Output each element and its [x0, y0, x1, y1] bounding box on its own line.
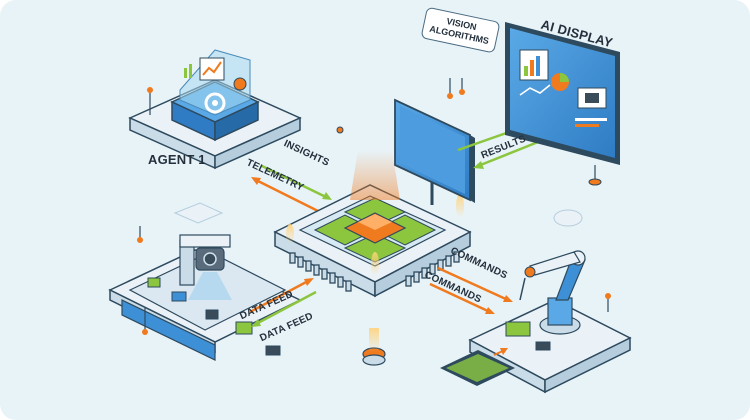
pie-chart-icon [551, 73, 569, 91]
ai-display [505, 22, 620, 186]
agent-label: AGENT 1 [148, 152, 206, 167]
insights-arrow [261, 164, 332, 200]
beacon [362, 328, 386, 366]
data-feed-arrow-in [249, 278, 314, 314]
gear-icon [204, 92, 226, 114]
monitor-icon [394, 98, 475, 205]
telemetry-arrow [251, 177, 321, 214]
agent-platform [128, 49, 302, 170]
commands-arrow-bottom [429, 282, 495, 314]
commands-arrow-top [437, 266, 513, 302]
decor-pins [336, 126, 583, 227]
robot-arm-icon [440, 250, 632, 394]
conveyor-icon [108, 202, 302, 361]
bar-chart-icon [519, 49, 549, 81]
data-feed-arrow-out [251, 290, 317, 327]
vision-note-pins [447, 78, 465, 99]
central-core [273, 150, 472, 298]
